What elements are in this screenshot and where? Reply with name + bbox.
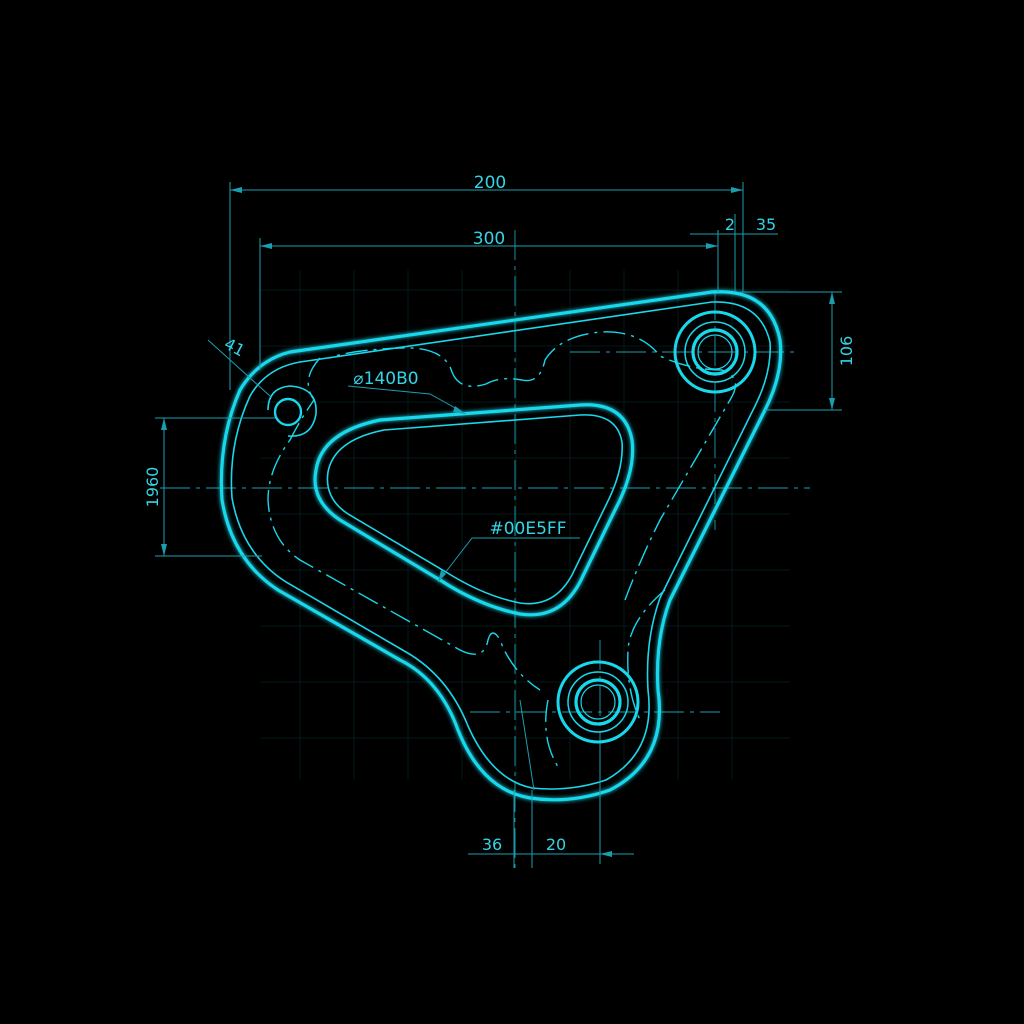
inner-web	[267, 331, 737, 771]
boss-hole-inner	[697, 334, 733, 370]
dim-label-diameter: ⌀140B0	[353, 369, 418, 389]
dim-arrow	[438, 570, 446, 582]
dim-label-bottom-b: 20	[546, 835, 566, 854]
top-right-boss	[673, 310, 757, 394]
dim-diameter-leader	[347, 385, 467, 415]
dim-arrow	[600, 851, 612, 857]
dim-label-right-height: 106	[837, 336, 856, 367]
dim-label-left-height: 1960	[143, 467, 162, 508]
dim-arrow	[161, 418, 167, 430]
dim-label-top-width: 200	[474, 173, 506, 193]
dim-arrow	[706, 243, 718, 249]
part-outline	[219, 290, 783, 802]
dim-arrow	[260, 243, 272, 249]
inner-web-dashed-right	[627, 589, 666, 721]
boss-ring-mid	[684, 321, 746, 383]
part-outline-inner-edge	[230, 301, 772, 790]
dim-arrow	[829, 398, 835, 410]
small-hole	[273, 397, 303, 427]
bottom-boss	[556, 660, 640, 744]
dim-color-leader	[437, 537, 580, 583]
dim-label-second-width: 300	[473, 229, 505, 249]
dim-label-small-b: 35	[756, 215, 776, 234]
dim-label-small-a: 2	[725, 215, 735, 234]
dim-arrow	[829, 292, 835, 304]
left-small-hole	[267, 385, 317, 437]
pocket-outer	[313, 403, 635, 617]
boss-hole	[691, 328, 739, 376]
dimension-labels: 200 300 2 35 106 1960 41 ⌀140B0 #00E5FF …	[143, 173, 856, 854]
dim-arrow	[731, 187, 743, 193]
pocket-inner	[326, 414, 623, 605]
boss-hole-inner	[580, 684, 616, 720]
boss-ring-mid	[567, 671, 629, 733]
dim-bottom-slant	[519, 699, 535, 791]
boss-ring-outer	[673, 310, 757, 394]
dim-label-angle: 41	[221, 334, 248, 360]
small-hole-boss	[267, 385, 317, 437]
dim-label-color: #00E5FF	[490, 519, 567, 539]
boss-ring-outer	[556, 660, 640, 744]
part-body	[219, 290, 783, 802]
boss-hole	[574, 678, 622, 726]
dimension-lines	[155, 182, 842, 868]
inner-web-dashed	[267, 331, 737, 771]
dim-arrow	[230, 187, 242, 193]
dim-angle-leader	[207, 339, 271, 397]
dim-arrow	[453, 406, 466, 414]
center-pocket	[313, 403, 635, 617]
dim-label-bottom-a: 36	[482, 835, 502, 854]
dim-arrow	[161, 544, 167, 556]
